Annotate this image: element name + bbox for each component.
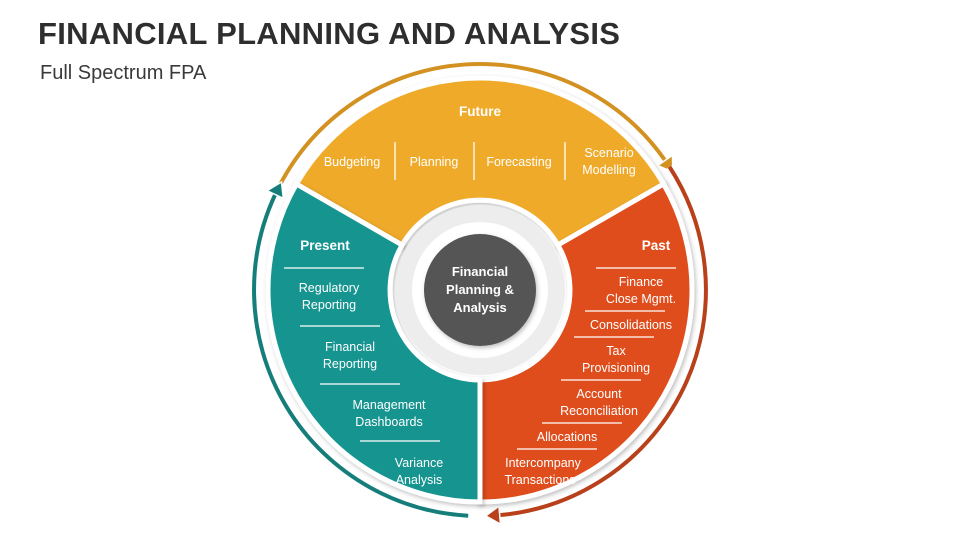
page-title: FINANCIAL PLANNING AND ANALYSIS — [38, 16, 621, 51]
svg-text:Scenario: Scenario — [584, 146, 633, 160]
svg-text:Finance: Finance — [619, 275, 664, 289]
svg-text:Intercompany: Intercompany — [505, 456, 581, 470]
present-section: Present Regulatory Reporting Financial R… — [284, 238, 443, 487]
future-header: Future — [459, 104, 501, 119]
svg-text:Reporting: Reporting — [302, 298, 356, 312]
svg-text:Dashboards: Dashboards — [355, 415, 422, 429]
present-item-regulatory-reporting: Regulatory Reporting — [299, 281, 360, 312]
svg-text:Reconciliation: Reconciliation — [560, 404, 638, 418]
past-arrow — [484, 164, 710, 526]
present-header: Present — [300, 238, 350, 253]
center-label: Financial Planning & Analysis — [446, 264, 514, 315]
svg-text:Planning: Planning — [410, 155, 459, 169]
present-item-financial-reporting: Financial Reporting — [323, 340, 377, 371]
svg-text:Close Mgmt.: Close Mgmt. — [606, 292, 676, 306]
center-circle — [424, 234, 536, 346]
svg-text:Variance: Variance — [395, 456, 443, 470]
present-arrow — [250, 180, 469, 520]
svg-text:Provisioning: Provisioning — [582, 361, 650, 375]
past-sector — [477, 180, 695, 505]
svg-text:Allocations: Allocations — [537, 430, 597, 444]
future-section: Future Budgeting Planning Forecasting Sc… — [324, 104, 636, 180]
svg-text:Transactions: Transactions — [504, 473, 575, 487]
svg-text:Budgeting: Budgeting — [324, 155, 380, 169]
svg-text:Reporting: Reporting — [323, 357, 377, 371]
svg-text:Account: Account — [576, 387, 622, 401]
future-item-planning: Planning — [410, 155, 459, 169]
past-item-tax-provisioning: Tax Provisioning — [582, 344, 650, 375]
past-header: Past — [642, 238, 671, 253]
svg-text:Management: Management — [353, 398, 426, 412]
svg-text:Consolidations: Consolidations — [590, 318, 672, 332]
future-arrow — [275, 60, 674, 190]
future-item-scenario-modelling: Scenario Modelling — [582, 146, 636, 177]
center-label-line3: Analysis — [453, 300, 506, 315]
past-item-account-reconciliation: Account Reconciliation — [560, 387, 638, 418]
past-item-intercompany: Intercompany Transactions — [504, 456, 581, 487]
past-item-allocations: Allocations — [537, 430, 597, 444]
past-item-finance-close: Finance Close Mgmt. — [606, 275, 676, 306]
svg-text:Financial: Financial — [325, 340, 375, 354]
center-label-line1: Financial — [452, 264, 508, 279]
svg-text:Analysis: Analysis — [396, 473, 443, 487]
page-subtitle: Full Spectrum FPA — [40, 62, 207, 84]
svg-text:Forecasting: Forecasting — [486, 155, 551, 169]
present-item-variance-analysis: Variance Analysis — [395, 456, 443, 487]
svg-text:Regulatory: Regulatory — [299, 281, 360, 295]
past-item-consolidations: Consolidations — [590, 318, 672, 332]
future-sector — [292, 75, 668, 249]
svg-text:Modelling: Modelling — [582, 163, 636, 177]
center-label-line2: Planning & — [446, 282, 514, 297]
future-item-forecasting: Forecasting — [486, 155, 551, 169]
present-item-management-dashboards: Management Dashboards — [353, 398, 426, 429]
future-item-budgeting: Budgeting — [324, 155, 380, 169]
present-sector — [265, 180, 483, 505]
past-section: Past Finance Close Mgmt. Consolidations … — [504, 238, 676, 487]
svg-text:Tax: Tax — [606, 344, 626, 358]
